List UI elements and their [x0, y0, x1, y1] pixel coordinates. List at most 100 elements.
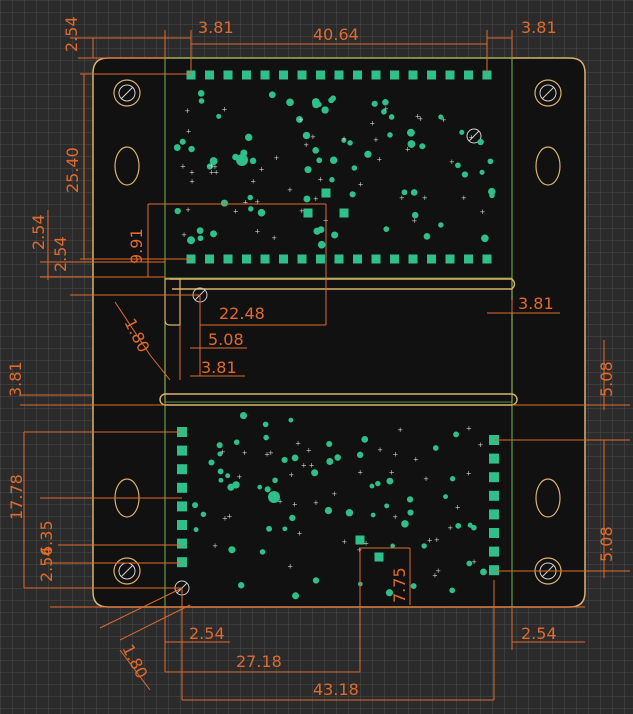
- via-mark: +: [184, 107, 190, 115]
- via-mark: +: [180, 163, 186, 171]
- via: [410, 583, 417, 590]
- via-mark: +: [186, 128, 192, 136]
- via: [321, 106, 329, 114]
- via: [218, 477, 224, 483]
- via-mark: +: [189, 169, 195, 177]
- via: [245, 133, 253, 142]
- via: [326, 458, 334, 465]
- dim-right-pin: 5.08: [597, 526, 616, 562]
- via: [264, 486, 271, 493]
- via-mark: +: [292, 501, 298, 509]
- via: [467, 522, 473, 528]
- top-module-outline: [164, 57, 513, 279]
- via-mark: +: [405, 146, 411, 154]
- via: [173, 144, 181, 151]
- via: [188, 145, 195, 153]
- header-pin-bottom: [316, 254, 325, 264]
- via: [370, 512, 376, 518]
- side-pin-left: [177, 538, 187, 549]
- via: [419, 143, 426, 150]
- via-mark: +: [303, 141, 309, 149]
- via-mark: +: [466, 424, 472, 432]
- via-mark: +: [479, 208, 485, 216]
- pads-layer: [173, 70, 499, 600]
- header-pin-top: [205, 70, 214, 80]
- header-pin-top: [316, 70, 325, 80]
- via: [317, 240, 326, 249]
- via-mark: +: [255, 227, 261, 235]
- side-pin-left: [177, 520, 187, 530]
- via-mark: +: [299, 207, 305, 215]
- side-pin-right: [489, 472, 499, 483]
- via-mark: +: [268, 449, 274, 457]
- header-pin-top: [260, 70, 270, 80]
- dim-module-width-top: 40.64: [313, 25, 359, 44]
- via-mark: +: [358, 181, 364, 189]
- via: [324, 506, 333, 515]
- via: [197, 235, 204, 242]
- via: [316, 157, 323, 164]
- via: [268, 91, 276, 99]
- header-pin-top: [297, 70, 307, 80]
- dim-slot-offset-b: 3.81: [201, 358, 237, 377]
- header-pin-bottom: [297, 254, 307, 264]
- via-mark: +: [181, 231, 187, 239]
- via-mark: +: [254, 198, 260, 206]
- header-pin-top: [334, 70, 344, 80]
- via: [480, 568, 487, 576]
- via-mark: +: [242, 449, 248, 457]
- via: [407, 140, 416, 148]
- dim-header-spacing: 25.40: [63, 147, 82, 193]
- via: [386, 477, 394, 485]
- via: [247, 194, 253, 201]
- via: [387, 132, 393, 138]
- via: [196, 227, 204, 235]
- via: [197, 90, 205, 97]
- via-mark: +: [435, 567, 441, 575]
- via: [291, 454, 299, 462]
- via-mark: +: [185, 206, 191, 214]
- via-mark: +: [423, 475, 429, 483]
- header-pin-top: [482, 70, 492, 80]
- via: [489, 192, 495, 199]
- side-pin-right: [489, 490, 499, 501]
- dim-right-mid: 5.08: [597, 361, 616, 397]
- via-mark: +: [413, 455, 419, 463]
- via: [329, 156, 338, 164]
- via: [364, 150, 372, 158]
- via-mark: +: [434, 536, 440, 544]
- dim-bottom-pad-x: 27.18: [236, 652, 282, 671]
- via: [282, 526, 288, 532]
- via: [345, 508, 354, 517]
- dim-left-margin-top: 3.81: [198, 18, 234, 37]
- via-mark: +: [227, 512, 233, 520]
- via: [206, 163, 214, 170]
- via: [187, 236, 195, 245]
- via-mark: +: [313, 195, 319, 203]
- side-pin-left: [177, 557, 187, 568]
- via: [449, 476, 456, 482]
- side-pin-left: [177, 445, 187, 456]
- via-mark: +: [212, 542, 218, 550]
- header-pin-bottom: [279, 254, 288, 264]
- via-mark: +: [222, 514, 228, 522]
- via: [455, 162, 461, 169]
- via: [455, 522, 462, 529]
- test-pad: [303, 208, 313, 218]
- via: [198, 98, 205, 104]
- via: [209, 157, 218, 166]
- via: [461, 171, 469, 178]
- oval-cutout-top-left: [114, 146, 140, 186]
- via: [249, 157, 257, 165]
- via: [466, 560, 473, 567]
- header-pin-bottom: [464, 254, 473, 264]
- via: [479, 169, 485, 175]
- via: [233, 439, 240, 446]
- via-mark: +: [189, 177, 195, 185]
- dim-slot-width: 22.48: [219, 304, 265, 323]
- via: [262, 421, 269, 428]
- dim-left-mid: 3.81: [6, 361, 25, 397]
- side-pin-right: [489, 546, 499, 557]
- dim-bottom-left: 2.54: [37, 546, 56, 582]
